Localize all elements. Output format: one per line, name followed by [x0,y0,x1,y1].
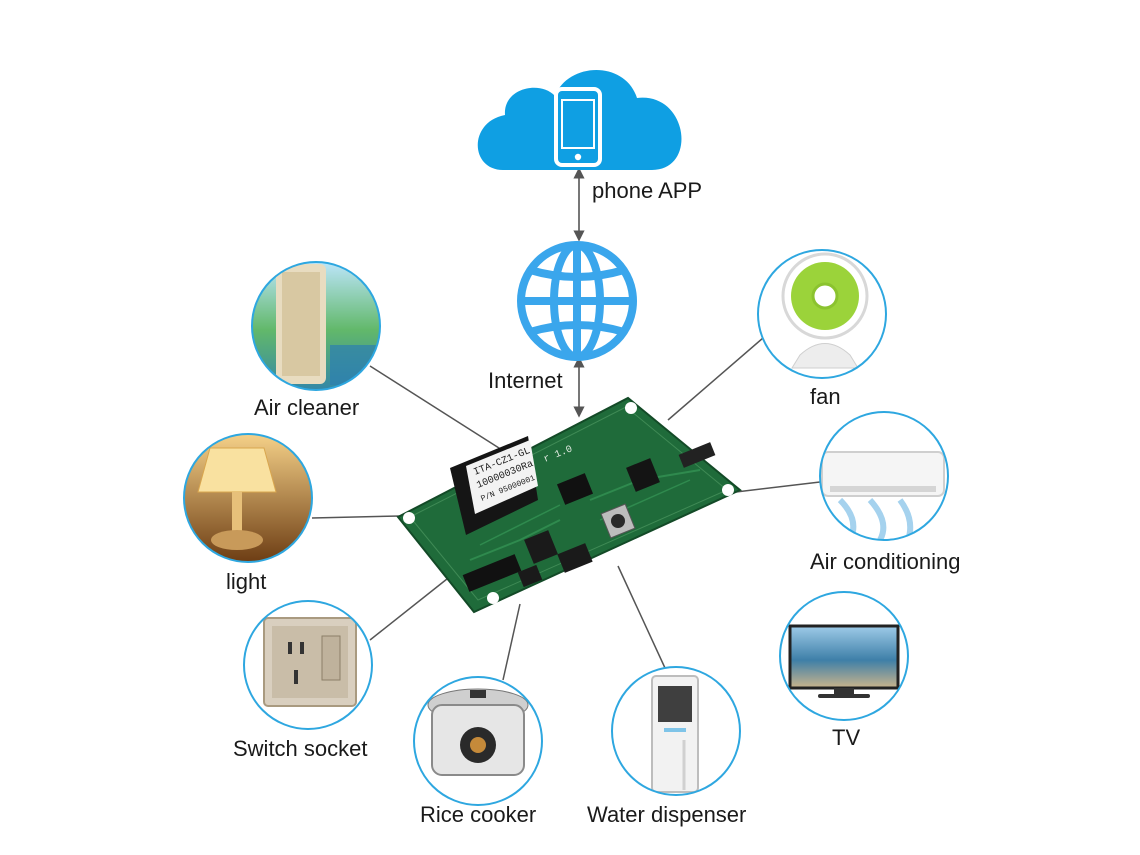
connector-rice-cooker [502,603,521,681]
tv-image [779,591,909,721]
label-rice-cooker: Rice cooker [420,802,537,827]
rice-cooker-image [413,676,543,806]
connector-air-conditioning [735,481,821,493]
label-internet: Internet [488,368,563,393]
label-phone-app: phone APP [592,178,703,203]
connector-lines [311,337,821,681]
pcb-board: ITA-CZ1-GL 10000030Ra P/N 95000001 r 1.0 [396,396,742,614]
label-light: light [226,569,267,594]
mcu-chip [626,458,660,492]
pin-header [462,442,716,592]
cloud-icon [477,70,682,170]
label-water-dispenser: Water dispenser [587,802,747,827]
water-dispenser-image [611,666,741,796]
smartphone-icon [554,87,602,167]
label-air-conditioning: Air conditioning [810,549,961,574]
light-image [183,433,313,563]
switch-socket-image [243,600,373,730]
connector-light [311,515,401,519]
globe-icon [517,241,637,361]
label-air-cleaner: Air cleaner [254,395,360,420]
fan-image [757,249,887,379]
label-tv: TV [832,725,861,750]
connector-water-dispenser [617,565,666,669]
label-switch-socket: Switch socket [233,736,368,761]
connector-air-cleaner [369,365,511,456]
air-conditioning-image [819,411,949,541]
connector-fan [667,337,764,421]
inductor [524,530,558,564]
connector-switch-socket [369,574,453,641]
air-cleaner-image [251,261,381,391]
label-fan: fan [810,384,841,409]
